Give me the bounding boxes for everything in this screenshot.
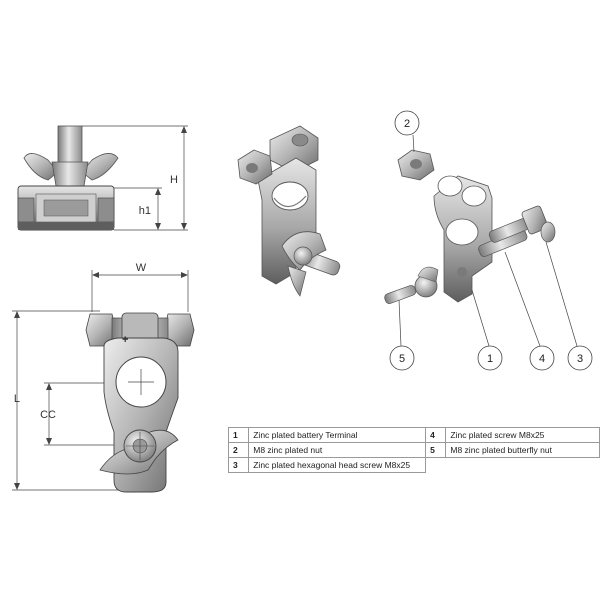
dim-label-L: L: [14, 393, 20, 405]
exploded-view: 2 5 1 4 3: [384, 110, 593, 371]
part-description: Zinc plated screw M8x25: [445, 427, 600, 443]
top-view: W L CC +: [12, 262, 195, 493]
callout-number-5: 5: [399, 353, 405, 365]
table-row: 1 Zinc plated battery Terminal 4 Zinc pl…: [227, 427, 600, 443]
callout-number-4: 4: [539, 353, 545, 365]
callout-circle-3: [567, 345, 593, 371]
dim-label-CC: CC: [40, 409, 56, 421]
part-number: 2: [227, 442, 250, 458]
assembled-view: [237, 125, 341, 297]
dim-label-W: W: [136, 262, 147, 274]
callout-circle-1: [477, 345, 503, 371]
polarity-mark: +: [122, 334, 128, 346]
callout-circle-4: [529, 345, 555, 371]
dim-label-h1: h1: [139, 205, 151, 217]
part-number: 3: [227, 457, 250, 473]
part-number: 1: [227, 427, 250, 443]
part-description: M8 zinc plated butterfly nut: [445, 442, 600, 458]
callout-number-3: 3: [577, 353, 583, 365]
table-row: 3 Zinc plated hexagonal head screw M8x25: [227, 457, 600, 473]
part-description: M8 zinc plated nut: [248, 442, 427, 458]
callout-number-1: 1: [487, 353, 493, 365]
callout-circle-5: [389, 345, 415, 371]
part-description: Zinc plated battery Terminal: [248, 427, 427, 443]
part-description: Zinc plated hexagonal head screw M8x25: [248, 457, 427, 473]
dim-label-H: H: [170, 174, 178, 186]
callout-circle-2: [394, 110, 420, 136]
callout-number-2: 2: [404, 118, 410, 130]
part-number: 5: [425, 442, 447, 458]
front-view: H h1: [17, 125, 188, 231]
part-number: 4: [425, 427, 447, 443]
parts-table: 1 Zinc plated battery Terminal 4 Zinc pl…: [227, 427, 600, 473]
table-row: 2 M8 zinc plated nut 5 M8 zinc plated bu…: [227, 442, 600, 458]
